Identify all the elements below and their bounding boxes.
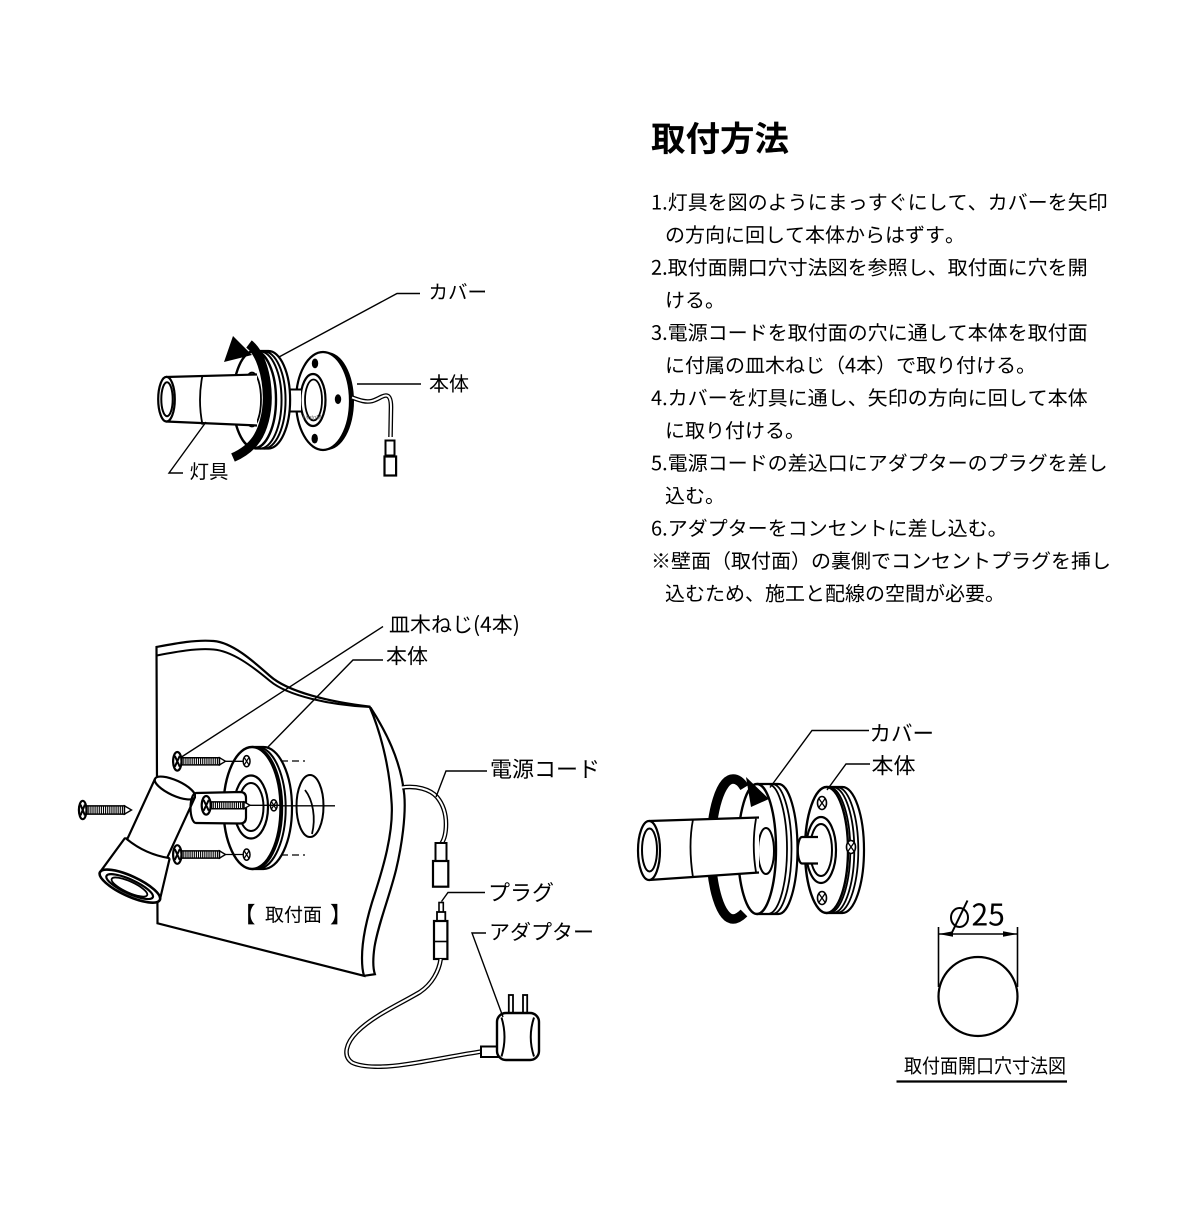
- svg-text:MotoM: MotoM: [303, 416, 321, 422]
